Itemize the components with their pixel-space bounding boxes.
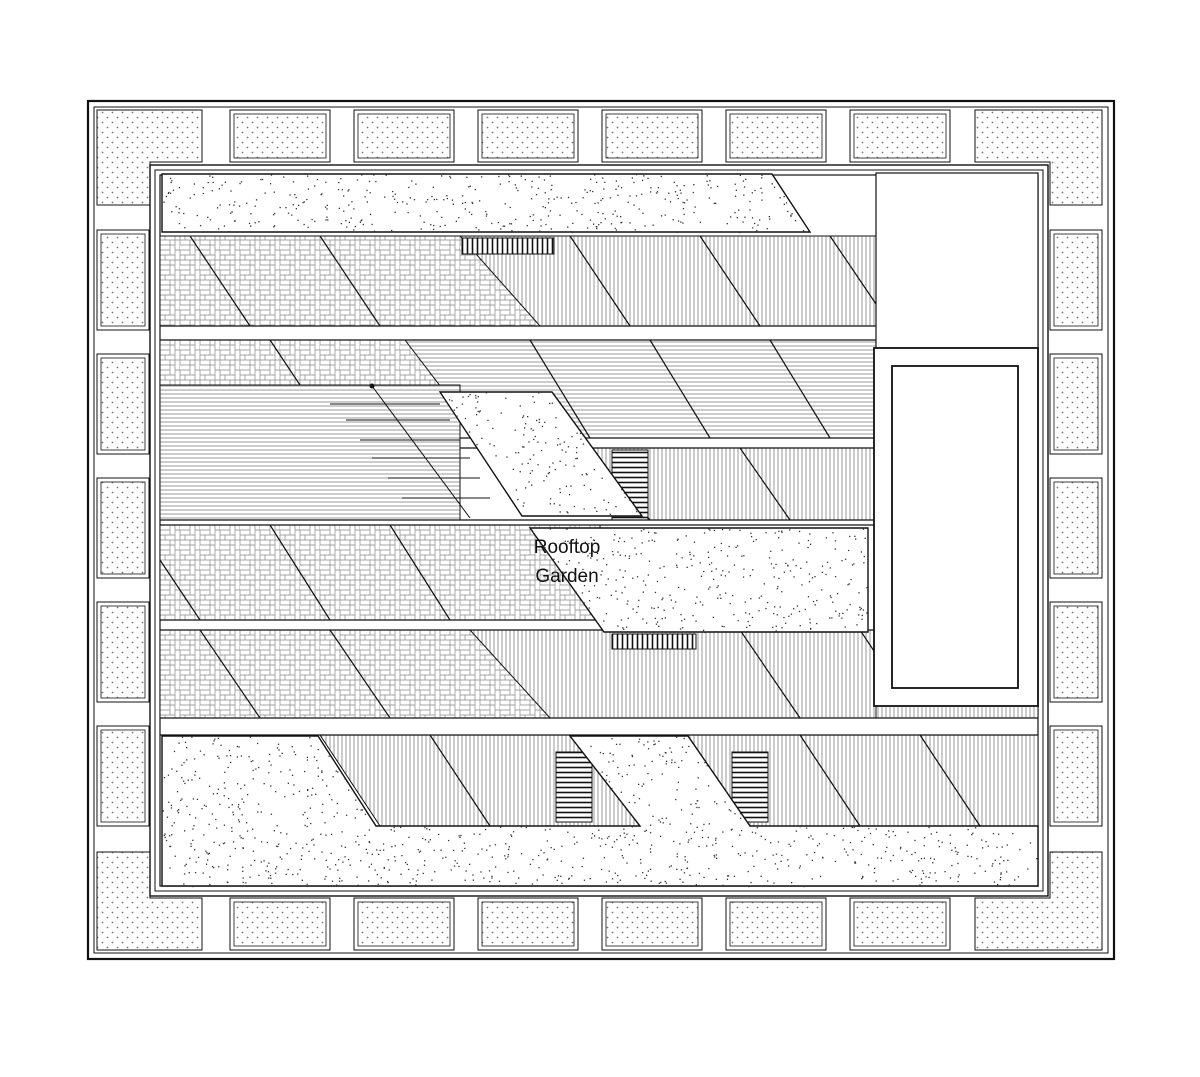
planter-right-0 bbox=[1049, 229, 1103, 331]
label-line-2: Garden bbox=[535, 566, 598, 587]
joint-17 bbox=[429, 734, 491, 827]
dimension-leaders bbox=[330, 383, 490, 519]
planter-bottom-3 bbox=[601, 897, 703, 951]
area-label: Rooftop Garden bbox=[534, 537, 601, 587]
planter-top-1 bbox=[353, 109, 455, 163]
joint-3 bbox=[699, 235, 761, 327]
joint-2 bbox=[569, 235, 631, 327]
joint-6 bbox=[529, 339, 591, 439]
lawn-beds bbox=[161, 173, 1039, 887]
planter-bottom-4 bbox=[725, 897, 827, 951]
planter-bottom-2 bbox=[477, 897, 579, 951]
paving-bands bbox=[159, 235, 1039, 827]
planter-right-4 bbox=[1049, 725, 1103, 827]
joint-18 bbox=[799, 734, 861, 827]
planter-top-2 bbox=[477, 109, 579, 163]
planter-right-2 bbox=[1049, 477, 1103, 579]
planter-bottom-1 bbox=[353, 897, 455, 951]
planter-right-1 bbox=[1049, 353, 1103, 455]
joint-0 bbox=[189, 235, 251, 327]
planter-corner-tr bbox=[974, 109, 1103, 206]
planter-top-5 bbox=[849, 109, 951, 163]
planter-top-0 bbox=[229, 109, 331, 163]
label-line-1: Rooftop bbox=[534, 537, 601, 558]
joint-13 bbox=[199, 629, 261, 719]
perimeter-planters bbox=[96, 109, 1103, 951]
planter-corner-tl bbox=[96, 109, 203, 206]
planter-bottom-0 bbox=[229, 897, 331, 951]
planter-bottom-5 bbox=[849, 897, 951, 951]
planter-right-3 bbox=[1049, 601, 1103, 703]
joint-9 bbox=[739, 447, 791, 521]
joint-7 bbox=[649, 339, 711, 439]
planter-corner-br bbox=[974, 851, 1103, 951]
joint-4 bbox=[829, 235, 877, 305]
lawn-speckles bbox=[162, 174, 1039, 888]
planter-left-4 bbox=[96, 725, 150, 827]
roof-structure bbox=[873, 172, 1039, 707]
joint-19 bbox=[919, 734, 981, 827]
joint-14 bbox=[329, 629, 391, 719]
planter-left-3 bbox=[96, 601, 150, 703]
joint-1 bbox=[319, 235, 381, 327]
joint-8 bbox=[769, 339, 831, 439]
planter-top-4 bbox=[725, 109, 827, 163]
joint-12 bbox=[389, 524, 451, 621]
planter-left-2 bbox=[96, 477, 150, 579]
joint-5 bbox=[269, 339, 301, 386]
planter-top-3 bbox=[601, 109, 703, 163]
joint-11 bbox=[269, 524, 331, 621]
joint-10 bbox=[159, 559, 201, 621]
planter-left-1 bbox=[96, 353, 150, 455]
diagonal-joints bbox=[159, 235, 1038, 827]
planter-left-0 bbox=[96, 229, 150, 331]
joint-15 bbox=[739, 629, 801, 719]
